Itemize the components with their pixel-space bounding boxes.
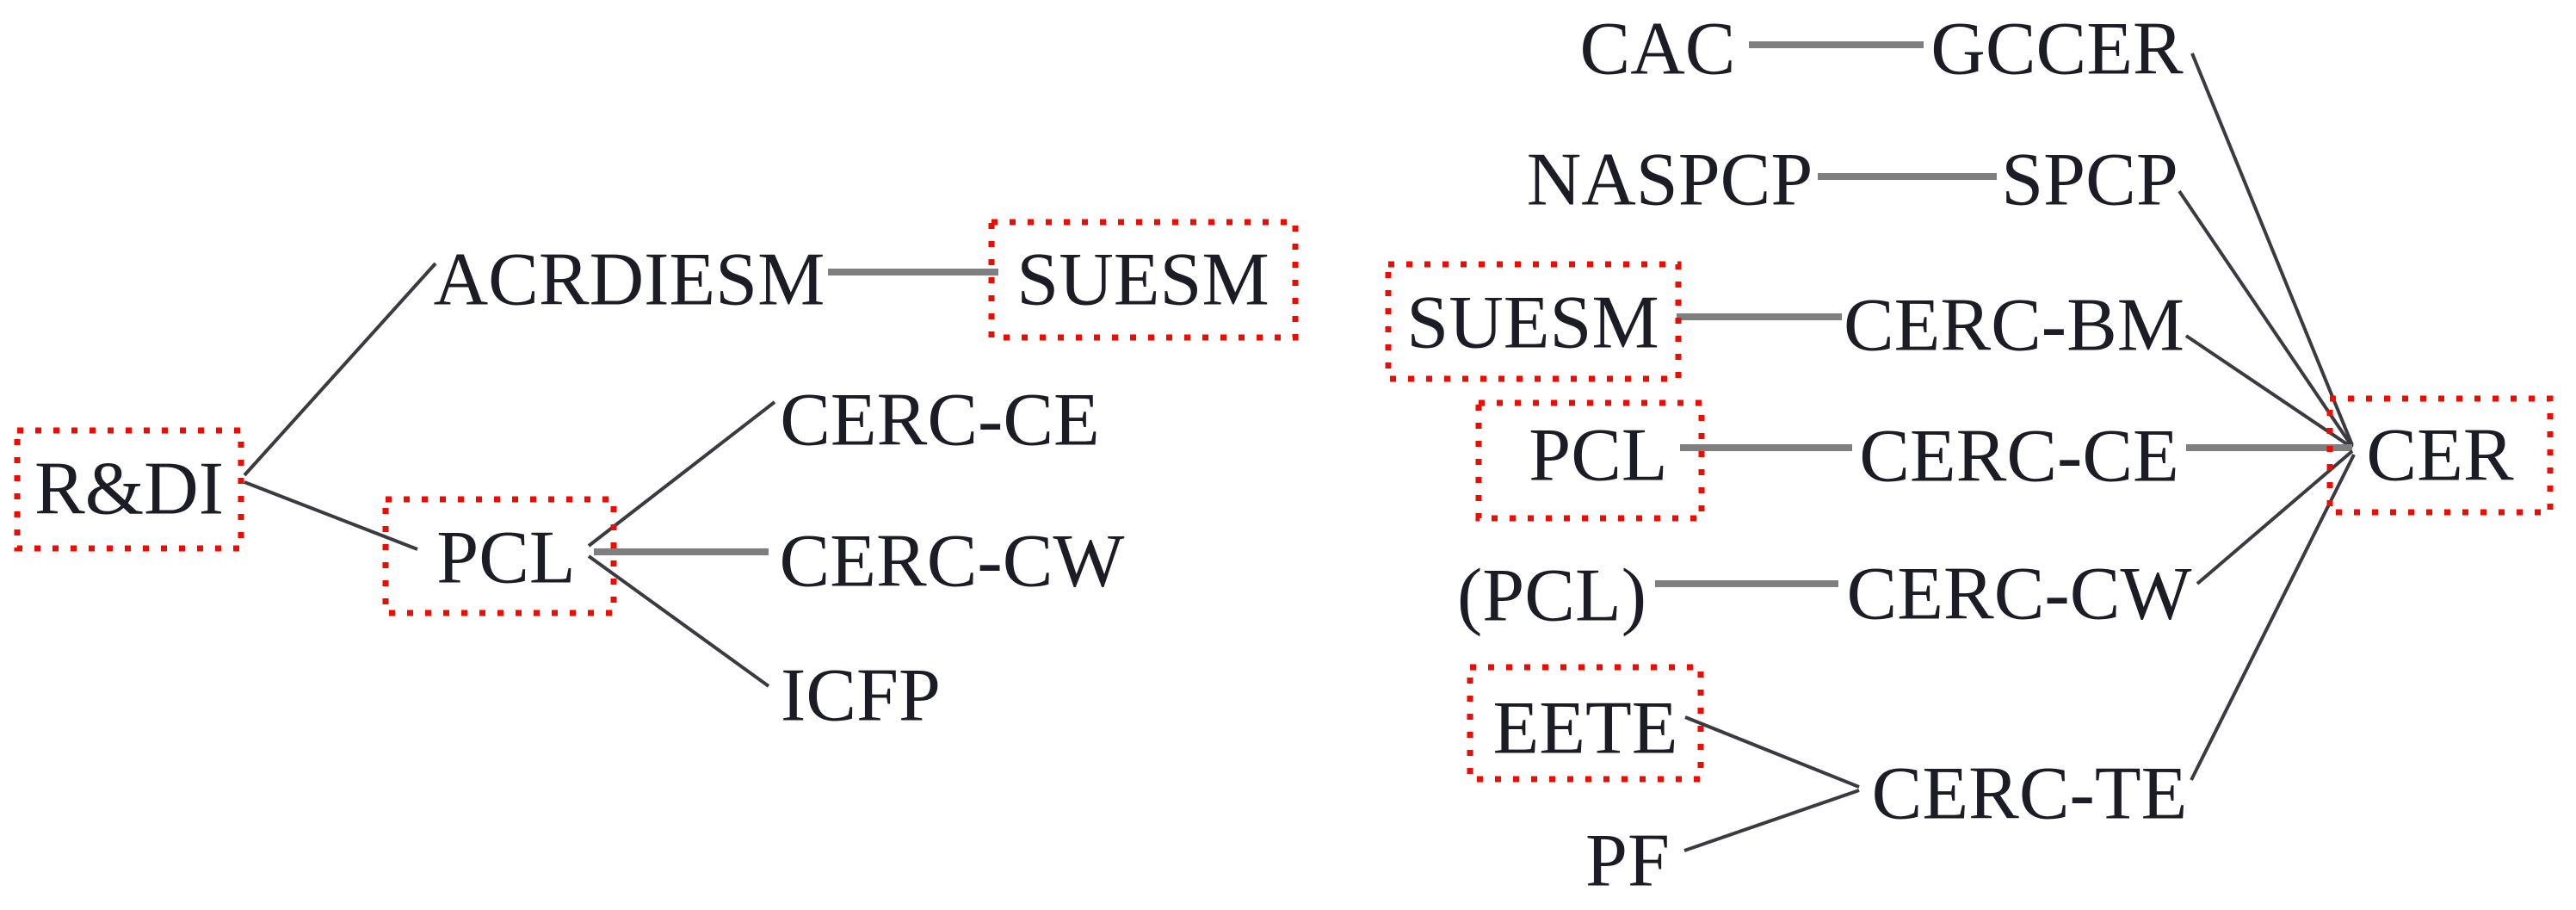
edge-pcl-left-icfp (587, 554, 770, 688)
node-labels-layer: R&DI ACRDIESM SUESM PCL CERC-CE CERC-CW ICFP CA… (34, 8, 2514, 903)
node-label-cac: CAC (1580, 8, 1736, 91)
highlight-box-suesm-right (1385, 261, 1682, 382)
highlight-box-pcl-left (382, 496, 617, 616)
edge-rdi-acrdiesm (243, 262, 437, 477)
node-label-cer: CER (2366, 414, 2513, 498)
node-label-pf: PF (1585, 820, 1670, 903)
node-label-cerc-ce-right: CERC-CE (1859, 415, 2179, 498)
node-label-spcp: SPCP (2001, 139, 2178, 222)
node-label-gccer: GCCER (1930, 8, 2184, 91)
node-label-naspcp: NASPCP (1527, 139, 1813, 222)
node-label-cerc-cw-right: CERC-CW (1847, 553, 2192, 636)
highlight-box-pcl-right (1475, 399, 1705, 522)
node-label-pcl-left: PCL (436, 517, 575, 600)
highlight-box-cer (2326, 395, 2554, 516)
node-label-cerc-bm: CERC-BM (1844, 284, 2184, 368)
node-label-cerc-cw-left: CERC-CW (780, 520, 1125, 604)
highlight-box-suesm-left (988, 219, 1299, 341)
edge-cerc-cw-right-cer (2196, 449, 2354, 585)
edge-spcp-cer (2178, 189, 2354, 449)
node-label-pcl-right: PCL (1529, 414, 1667, 498)
node-label-rdi: R&DI (34, 448, 224, 531)
highlight-box-rdi (14, 427, 244, 552)
highlight-box-eete (1467, 664, 1704, 783)
node-label-eete: EETE (1492, 687, 1677, 771)
edge-cerc-te-cer (2190, 454, 2356, 781)
node-label-icfp: ICFP (781, 654, 941, 738)
edge-rdi-pcl-left (244, 480, 418, 551)
highlight-boxes-layer (14, 219, 2554, 783)
node-label-acrdiesm: ACRDIESM (434, 238, 825, 322)
node-label-cerc-te: CERC-TE (1872, 752, 2188, 836)
node-label-cerc-ce-left: CERC-CE (780, 379, 1100, 462)
edge-cerc-bm-cer (2184, 334, 2354, 449)
edge-eete-cerc-te (1684, 715, 1860, 789)
node-label-pcl-paren: (PCL) (1457, 554, 1646, 638)
edge-pf-cerc-te (1683, 789, 1860, 852)
edge-pcl-left-cerc-ce-left (587, 400, 776, 548)
node-label-suesm-right: SUESM (1406, 282, 1659, 365)
edge-gccer-cer (2190, 53, 2354, 446)
node-label-suesm-left: SUESM (1016, 238, 1269, 322)
edges-layer (243, 41, 2356, 852)
